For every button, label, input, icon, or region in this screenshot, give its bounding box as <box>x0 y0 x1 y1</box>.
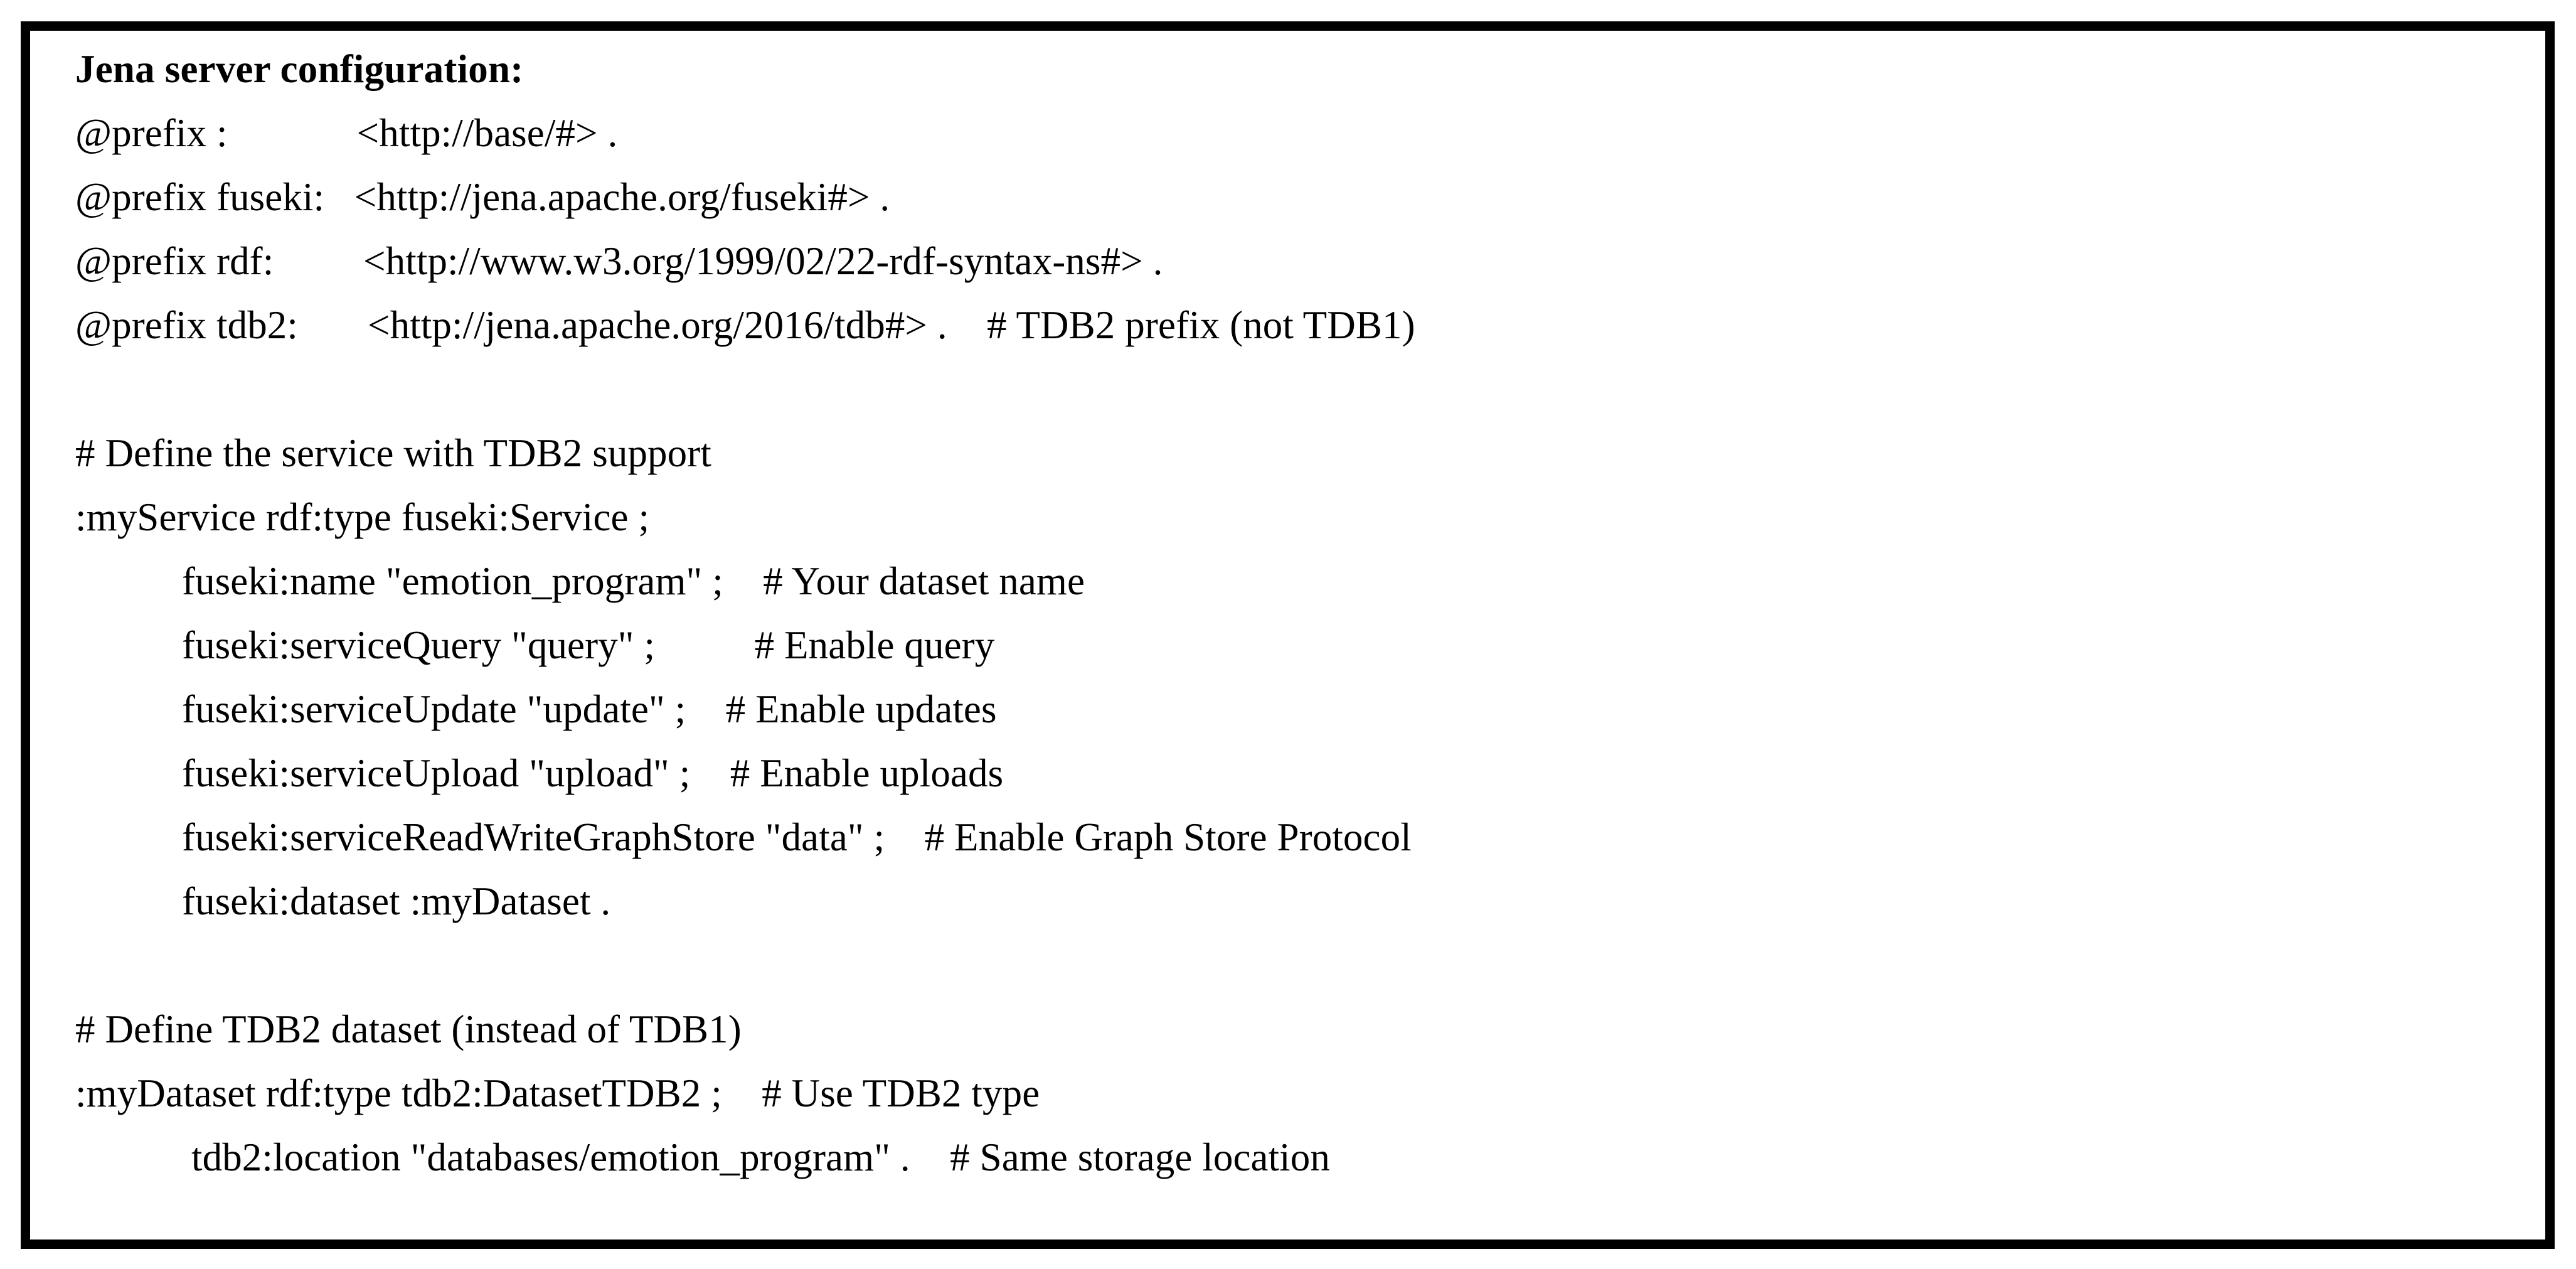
config-listing: Jena server configuration: @prefix : <ht… <box>75 37 2533 1189</box>
code-line-blank <box>75 357 2533 421</box>
code-line-fuseki-query: fuseki:serviceQuery "query" ; # Enable q… <box>182 623 995 667</box>
page-title: Jena server configuration: <box>75 47 524 91</box>
code-line-comment-service: # Define the service with TDB2 support <box>75 431 711 475</box>
code-line-list: @prefix : <http://base/#> . @prefix fusek… <box>75 101 2533 1189</box>
code-line-fuseki-upload: fuseki:serviceUpload "upload" ; # Enable… <box>182 751 1004 795</box>
code-line-prefix-base: @prefix : <http://base/#> . <box>75 111 618 155</box>
code-line-fuseki-dataset: fuseki:dataset :myDataset . <box>182 879 611 923</box>
code-line-prefix-rdf: @prefix rdf: <http://www.w3.org/1999/02/… <box>75 239 1163 283</box>
config-figure-frame: Jena server configuration: @prefix : <ht… <box>21 21 2555 1249</box>
code-line-prefix-tdb2: @prefix tdb2: <http://jena.apache.org/20… <box>75 303 1415 347</box>
code-line-fuseki-update: fuseki:serviceUpdate "update" ; # Enable… <box>182 687 997 731</box>
code-line-service-decl: :myService rdf:type fuseki:Service ; <box>75 495 650 539</box>
code-line-fuseki-name: fuseki:name "emotion_program" ; # Your d… <box>182 559 1085 603</box>
code-line-fuseki-graphstore: fuseki:serviceReadWriteGraphStore "data"… <box>182 815 1412 859</box>
code-line-dataset-decl: :myDataset rdf:type tdb2:DatasetTDB2 ; #… <box>75 1071 1040 1115</box>
code-line-tdb2-location: tdb2:location "databases/emotion_program… <box>191 1135 1330 1179</box>
code-line-prefix-fuseki: @prefix fuseki: <http://jena.apache.org/… <box>75 175 890 219</box>
code-line-blank <box>75 933 2533 997</box>
code-line-comment-dataset: # Define TDB2 dataset (instead of TDB1) <box>75 1007 742 1051</box>
